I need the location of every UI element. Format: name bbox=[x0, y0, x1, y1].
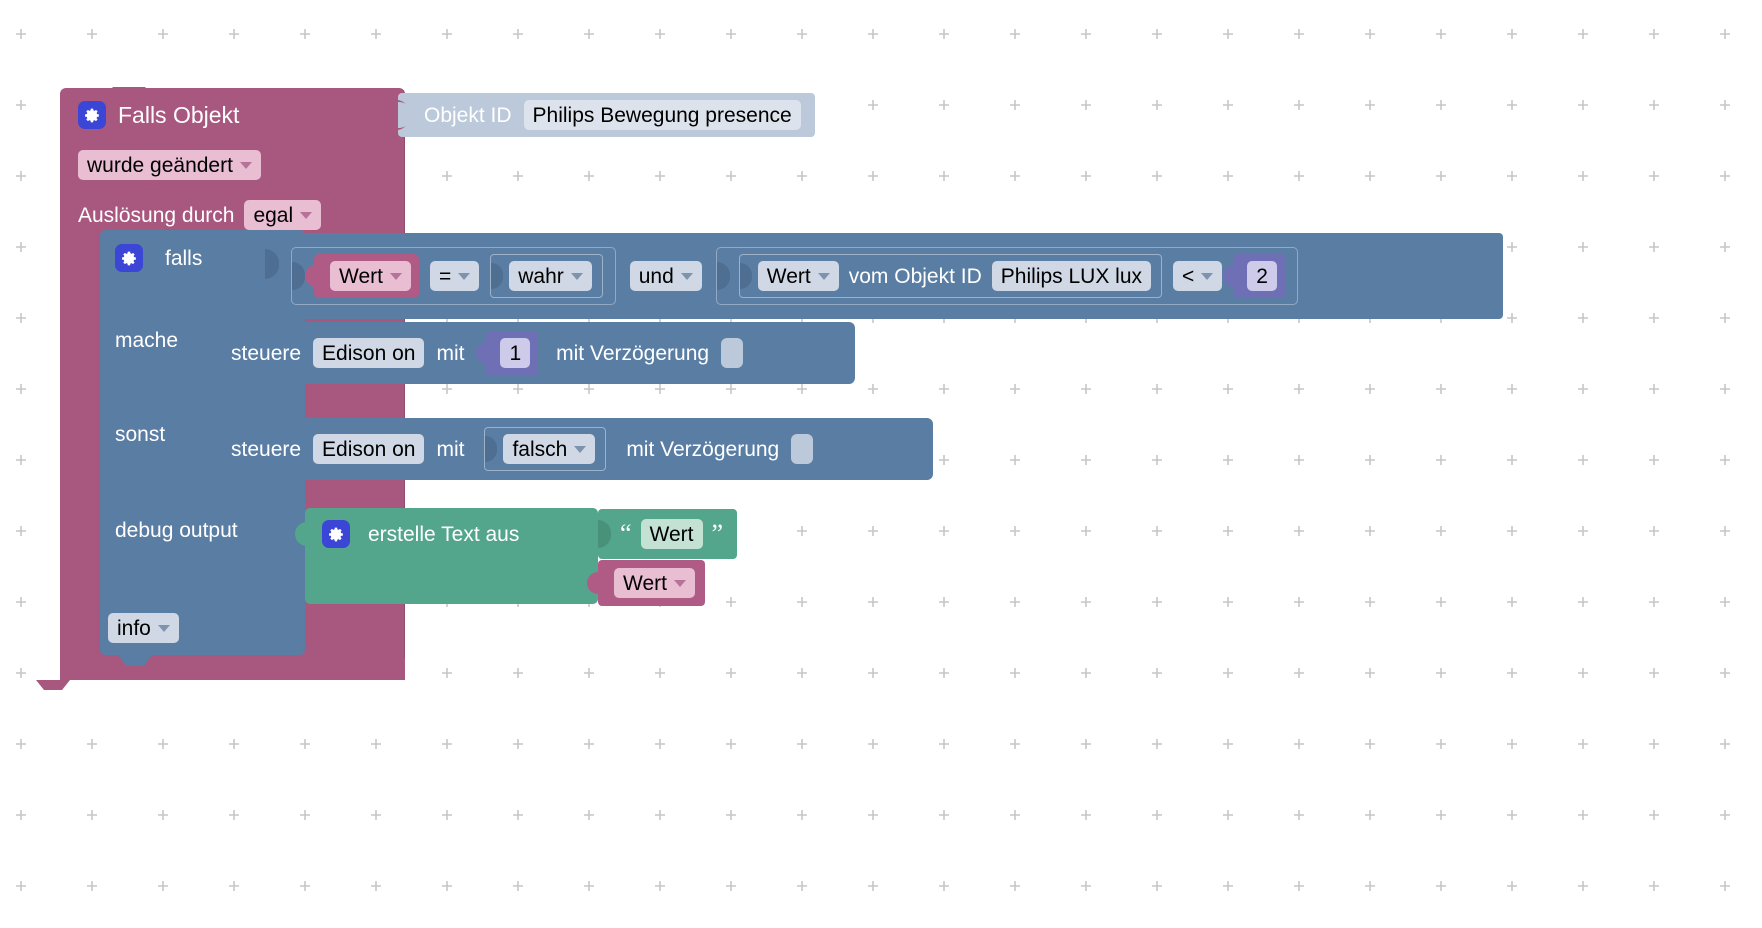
block-notch bbox=[118, 230, 152, 239]
delay-label: mit Verzögerung bbox=[556, 341, 710, 365]
value-socket bbox=[739, 263, 752, 289]
boolean-dropdown[interactable]: falsch bbox=[503, 434, 596, 464]
plug-left bbox=[398, 102, 411, 128]
plug-left bbox=[1223, 265, 1236, 287]
control-statement-do[interactable]: steuere Edison on mit 1 mit Verzögerung bbox=[215, 322, 855, 394]
control-target-field[interactable]: Edison on bbox=[313, 338, 425, 368]
boolean-block-wahr[interactable]: wahr bbox=[490, 254, 603, 298]
close-quote-icon: ” bbox=[711, 519, 724, 548]
trigger-source-row: Auslösung durch egal bbox=[78, 200, 322, 230]
event-block-foot-notch bbox=[36, 680, 70, 690]
event-block-foot bbox=[60, 658, 405, 680]
value-socket bbox=[491, 263, 504, 289]
if-label: falls bbox=[165, 246, 203, 270]
object-value-block[interactable]: Wert vom Objekt ID Philips LUX lux bbox=[738, 254, 1163, 298]
text-field[interactable]: Wert bbox=[640, 519, 703, 549]
object-id-field[interactable]: Philips Bewegung presence bbox=[523, 100, 801, 130]
of-object-label: vom Objekt ID bbox=[848, 264, 982, 288]
control-target-field[interactable]: Edison on bbox=[313, 434, 425, 464]
math-number-block[interactable]: 2 bbox=[1223, 254, 1285, 298]
variable-block-wert-left[interactable]: Wert bbox=[305, 254, 419, 298]
variable-dropdown[interactable]: Wert bbox=[330, 261, 411, 291]
number-field[interactable]: 1 bbox=[500, 338, 531, 368]
with-label: mit bbox=[436, 437, 465, 461]
value-socket bbox=[485, 436, 498, 462]
value-socket bbox=[598, 520, 611, 548]
compare-block-left[interactable]: Wert = wahr bbox=[291, 247, 616, 305]
block-notch bbox=[112, 87, 146, 95]
text-join-block[interactable]: erstelle Text aus bbox=[295, 508, 598, 604]
object-id-value-block[interactable]: Objekt ID Philips Bewegung presence bbox=[397, 93, 815, 137]
event-block-header: Falls Objekt bbox=[78, 101, 239, 129]
text-join-header: erstelle Text aus bbox=[322, 520, 519, 548]
control-statement-else[interactable]: steuere Edison on mit falsch mit Verzöge… bbox=[215, 418, 933, 490]
number-field[interactable]: 2 bbox=[1247, 261, 1277, 291]
logic-operation-block[interactable]: Wert = wahr und Wert vom Objekt ID Phili… bbox=[287, 245, 1298, 307]
comparison-operator-dropdown[interactable]: = bbox=[429, 261, 480, 291]
math-number-block[interactable]: 1 bbox=[476, 331, 539, 375]
log-level-dropdown[interactable]: info bbox=[108, 613, 179, 643]
condition-area[interactable]: Wert = wahr und Wert vom Objekt ID Phili… bbox=[265, 233, 1503, 319]
gear-icon[interactable] bbox=[78, 101, 106, 129]
compare-block-right[interactable]: Wert vom Objekt ID Philips LUX lux < 2 bbox=[715, 247, 1298, 305]
boolean-block-falsch[interactable]: falsch bbox=[484, 427, 607, 471]
value-socket bbox=[292, 262, 305, 290]
trigger-source-label: Auslösung durch bbox=[78, 203, 235, 227]
trigger-dropdown[interactable]: wurde geändert bbox=[78, 150, 261, 180]
variable-dropdown[interactable]: Wert bbox=[757, 261, 839, 291]
trigger-dropdown-row: wurde geändert bbox=[78, 150, 261, 180]
text-string-block[interactable]: “ Wert ” bbox=[598, 509, 738, 559]
debug-output-label: debug output bbox=[115, 519, 238, 542]
delay-value-field[interactable] bbox=[791, 434, 814, 464]
variable-block-wert-debug[interactable]: Wert bbox=[587, 560, 705, 606]
block-notch bbox=[231, 418, 265, 427]
create-text-label: erstelle Text aus bbox=[368, 522, 520, 546]
control-label: steuere bbox=[231, 437, 302, 461]
if-header-row: falls bbox=[115, 244, 202, 272]
delay-value-field[interactable] bbox=[721, 338, 744, 368]
trigger-source-dropdown[interactable]: egal bbox=[244, 200, 322, 230]
logic-operator-dropdown[interactable]: und bbox=[629, 261, 702, 291]
log-level-dropdown-wrap: info bbox=[108, 613, 179, 643]
comparison-operator-dropdown[interactable]: < bbox=[1173, 261, 1223, 291]
object-id-field[interactable]: Philips LUX lux bbox=[991, 261, 1152, 291]
variable-dropdown[interactable]: Wert bbox=[614, 568, 695, 598]
value-socket bbox=[716, 262, 730, 290]
block-notch bbox=[231, 322, 265, 331]
plug-left bbox=[305, 265, 316, 287]
gear-icon[interactable] bbox=[115, 244, 143, 272]
object-id-label: Objekt ID bbox=[424, 103, 512, 127]
control-label: steuere bbox=[231, 341, 302, 365]
gear-icon[interactable] bbox=[322, 520, 350, 548]
with-label: mit bbox=[436, 341, 465, 365]
event-block-title: Falls Objekt bbox=[118, 101, 240, 128]
do-label: mache bbox=[115, 329, 179, 352]
condition-socket bbox=[265, 249, 279, 279]
boolean-dropdown[interactable]: wahr bbox=[509, 261, 592, 291]
delay-label: mit Verzögerung bbox=[626, 437, 780, 461]
else-label: sonst bbox=[115, 423, 166, 446]
plug-left bbox=[476, 342, 489, 364]
open-quote-icon: “ bbox=[620, 519, 632, 548]
